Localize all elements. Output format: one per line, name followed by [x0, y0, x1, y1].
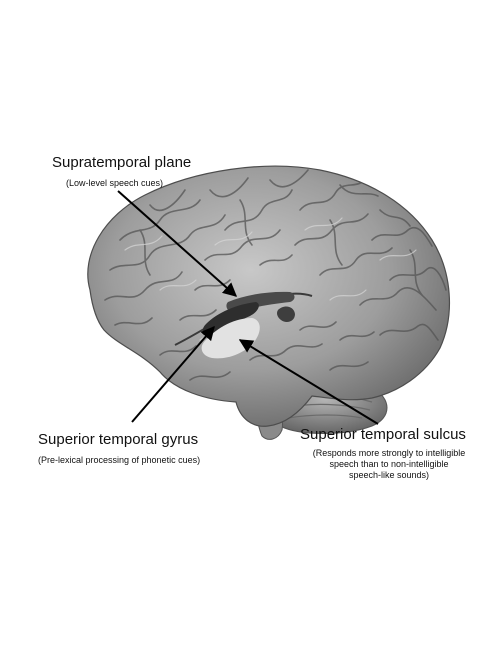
- superior-temporal-gyrus-title: Superior temporal gyrus: [38, 431, 199, 448]
- cortex-folds: [104, 169, 447, 381]
- arrow-superior-temporal-sulcus: [238, 339, 379, 425]
- posterior-temporal-region: [277, 306, 295, 322]
- arrow-supratemporal-plane: [117, 190, 238, 297]
- superior-temporal-gyrus-region: [202, 302, 259, 335]
- superior-temporal-sulcus-description-line-1: (Responds more strongly to intelligible: [312, 448, 466, 458]
- superior-temporal-sulcus-description-line-3: speech-like sounds): [348, 470, 430, 480]
- superior-temporal-sulcus-description-line-2: speech than to non-intelligible: [329, 459, 449, 469]
- superior-temporal-gyrus-description: (Pre-lexical processing of phonetic cues…: [38, 455, 201, 465]
- arrow-superior-temporal-gyrus: [131, 325, 215, 423]
- supratemporal-plane-description: (Low-level speech cues): [66, 178, 164, 188]
- superior-temporal-sulcus-title: Superior temporal sulcus: [300, 426, 466, 443]
- supratemporal-plane-title: Supratemporal plane: [52, 154, 192, 171]
